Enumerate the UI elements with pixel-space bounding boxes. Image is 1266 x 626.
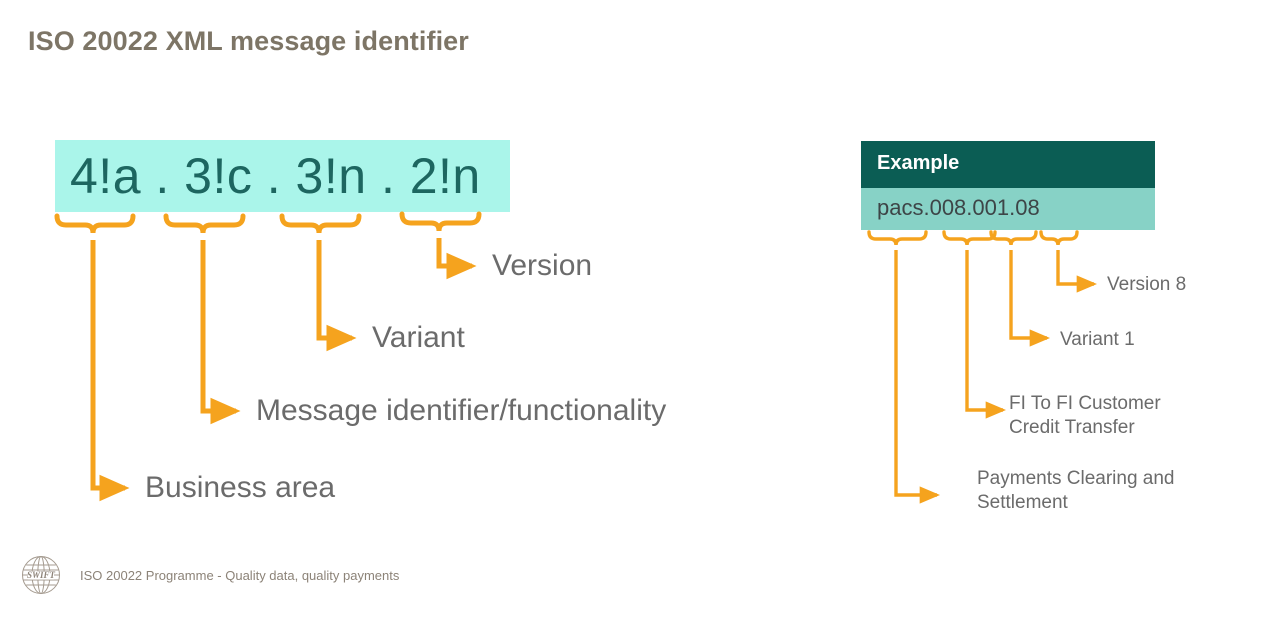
label-message-identifier: Message identifier/functionality (256, 394, 667, 427)
example-header-label: Example (877, 152, 960, 174)
label-example-business-area-line1: Payments Clearing and (977, 468, 1175, 489)
connector-example-variant (1009, 250, 1051, 347)
swift-logo-wordmark: SWIFT (27, 570, 56, 580)
label-example-variant: Variant 1 (1060, 329, 1135, 350)
connector-example-message-identifier (965, 250, 1007, 419)
connector-version (436, 238, 477, 280)
format-string-highlight-band (55, 140, 510, 212)
label-example-message-identifier: FI To FI Customer Credit Transfer (1009, 392, 1161, 441)
label-business-area: Business area (145, 471, 336, 504)
brace-variant (279, 213, 362, 234)
brace-business-area (54, 213, 136, 234)
label-example-business-area-line2: Settlement (977, 492, 1068, 514)
right-connector-group (894, 250, 1098, 504)
connector-variant (316, 240, 357, 352)
connector-example-business-area (894, 250, 941, 504)
brace-example-message-identifier (942, 230, 997, 246)
connector-example-version (1056, 250, 1098, 293)
left-brace-group (54, 211, 482, 234)
connector-message-identifier (200, 240, 241, 425)
connector-business-area (90, 240, 130, 502)
label-example-version: Version 8 (1107, 274, 1187, 295)
footer: SWIFT ISO 20022 Programme - Quality data… (18, 552, 399, 598)
format-string-text: 4!a . 3!c . 3!n . 2!n (70, 148, 481, 204)
label-example-message-identifier-line2: Credit Transfer (1009, 417, 1135, 439)
example-value-label: pacs.008.001.08 (877, 195, 1040, 220)
page-title: ISO 20022 XML message identifier (28, 26, 469, 56)
brace-example-version (1039, 230, 1079, 246)
left-connector-group (90, 238, 477, 502)
label-version: Version (492, 249, 593, 282)
brace-example-business-area (867, 230, 928, 246)
right-brace-group (867, 230, 1079, 246)
footer-text: ISO 20022 Programme - Quality data, qual… (80, 567, 400, 583)
example-box-body (861, 188, 1155, 230)
label-example-message-identifier-line1: FI To FI Customer (1009, 393, 1161, 414)
brace-version (399, 211, 482, 232)
example-box-header (861, 141, 1155, 188)
label-example-business-area: Payments Clearing and Settlement (977, 467, 1175, 516)
label-variant: Variant (372, 321, 465, 354)
brace-example-variant (989, 230, 1038, 246)
brace-message-identifier (163, 213, 246, 234)
swift-globe-logo: SWIFT (22, 556, 60, 594)
example-box (861, 141, 1155, 230)
